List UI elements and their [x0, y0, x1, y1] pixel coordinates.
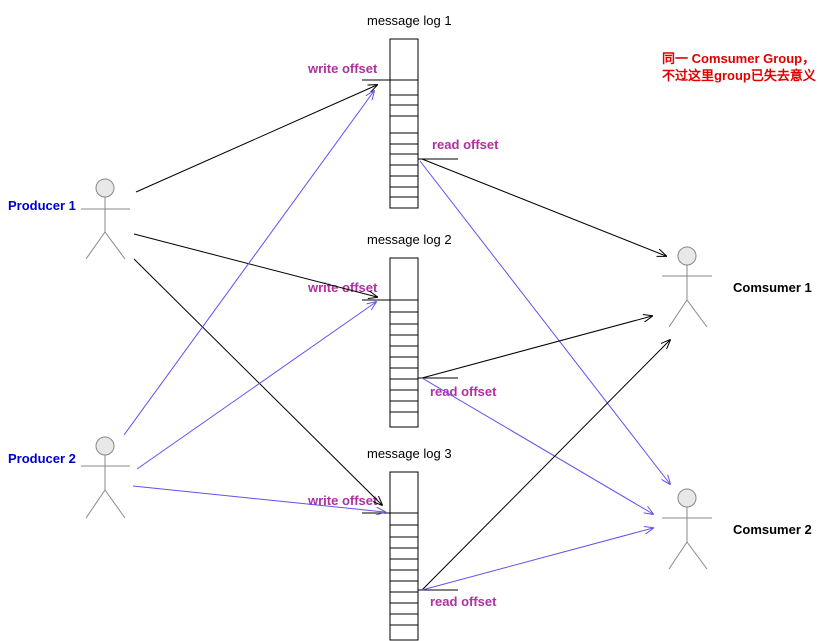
message-log-3-title: message log 3 — [367, 446, 452, 461]
message-log-1-write-offset-label: write offset — [307, 61, 378, 76]
message-log-1: message log 1 write offset read offset — [307, 13, 499, 209]
consumer-2-label: Comsumer 2 — [733, 522, 812, 537]
arrow-producer-1-to-log-3 — [133, 258, 382, 505]
message-log-3-box — [389, 471, 419, 641]
arrow-log-2-to-consumer-1 — [421, 316, 652, 379]
message-log-1-box — [389, 38, 419, 209]
message-log-1-read-offset-label: read offset — [432, 137, 499, 152]
producer-1: Producer 1 — [8, 178, 130, 260]
consumer-2: Comsumer 2 — [662, 488, 812, 570]
arrow-log-1-to-consumer-1 — [421, 158, 666, 256]
producer-2-actor-icon — [81, 436, 130, 519]
arrow-producer-2-to-log-3 — [132, 485, 385, 512]
message-log-2-box — [389, 257, 419, 428]
arrow-producer-1-to-log-1 — [135, 85, 377, 193]
message-log-2-title: message log 2 — [367, 232, 452, 247]
message-log-3-write-offset-label: write offset — [307, 493, 378, 508]
message-log-3-read-offset-label: read offset — [430, 594, 497, 609]
producer-1-actor-icon — [81, 178, 130, 260]
arrow-producer-2-to-log-2 — [136, 302, 376, 470]
message-log-1-title: message log 1 — [367, 13, 452, 28]
arrow-log-3-to-consumer-1 — [421, 340, 670, 591]
consumer-1-label: Comsumer 1 — [733, 280, 812, 295]
producer-2: Producer 2 — [8, 436, 130, 519]
producer-1-label: Producer 1 — [8, 198, 76, 213]
arrow-log-2-to-consumer-2 — [421, 377, 653, 514]
arrow-producer-1-to-log-2 — [133, 233, 377, 297]
arrow-log-3-to-consumer-2 — [421, 528, 653, 591]
arrow-producer-2-to-log-1 — [123, 91, 374, 436]
group-note-line-1: 同一 Comsumer Group， — [662, 51, 815, 66]
consumer-1-actor-icon — [662, 246, 712, 328]
group-note-line-2: 不过这里group已失去意义 — [662, 68, 817, 83]
message-log-2: message log 2 write offset read offset — [307, 232, 497, 428]
consumer-1: Comsumer 1 — [662, 246, 812, 328]
message-log-3: message log 3 write offset read offset — [307, 446, 497, 641]
consumer-2-actor-icon — [662, 488, 712, 570]
producer-2-label: Producer 2 — [8, 451, 76, 466]
message-log-2-read-offset-label: read offset — [430, 384, 497, 399]
message-log-2-write-offset-label: write offset — [307, 280, 378, 295]
arrow-log-1-to-consumer-2 — [419, 160, 670, 484]
